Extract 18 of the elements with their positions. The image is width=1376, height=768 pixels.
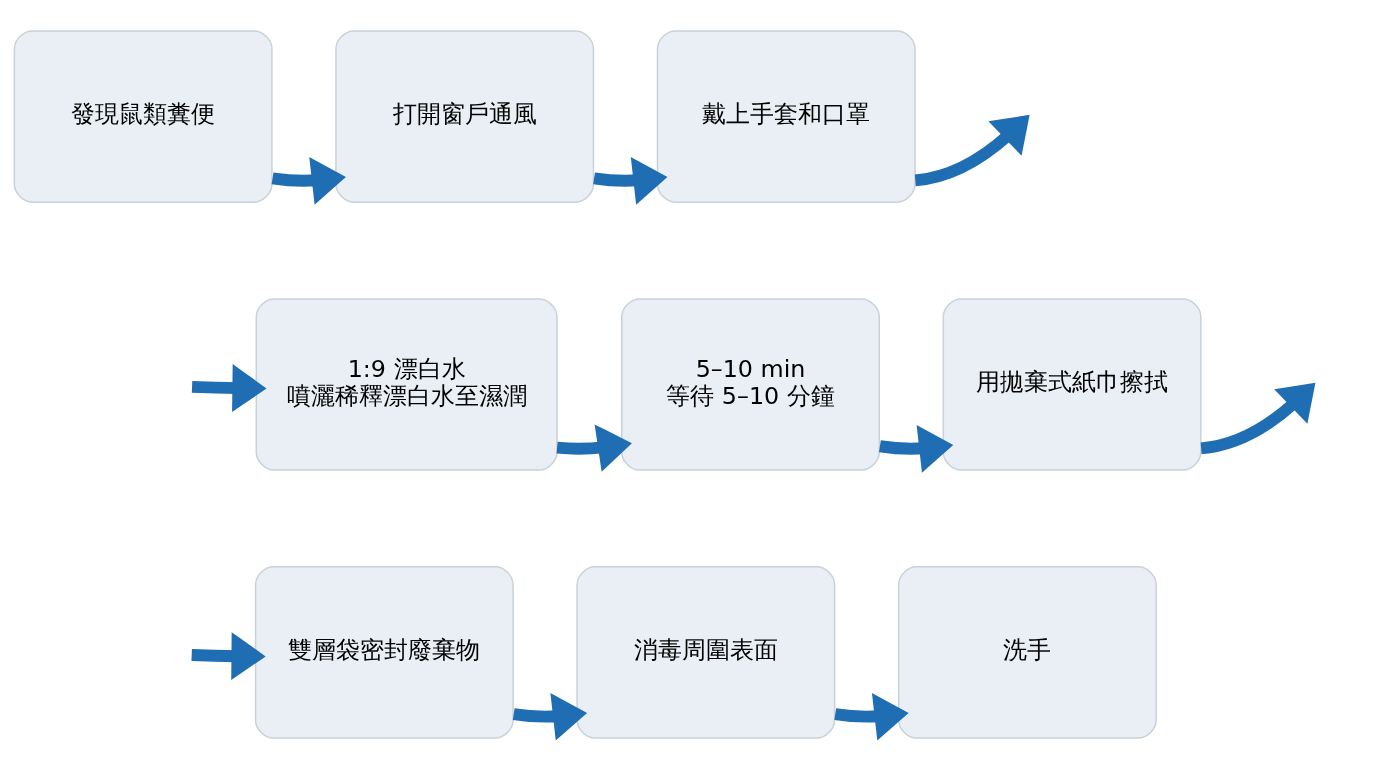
node-box: 打開窗戶通風 <box>335 29 595 203</box>
arrow <box>879 424 954 473</box>
arrow <box>914 114 1030 186</box>
node-box: 戴上手套和口罩 <box>656 29 916 203</box>
arrow <box>593 156 668 205</box>
arrow <box>834 692 909 741</box>
node-box: 洗手 <box>897 565 1157 739</box>
node-box: 用拋棄式紙巾擦拭 <box>942 297 1202 471</box>
arrow <box>556 423 632 472</box>
arrow <box>191 631 266 680</box>
node-box: 1:9 漂白水 噴灑稀釋漂白水至濕潤 <box>255 297 558 471</box>
arrow <box>191 363 267 412</box>
node-box: 雙層袋密封廢棄物 <box>254 565 514 739</box>
arrow <box>1200 382 1316 454</box>
node-box: 消毒周圍表面 <box>576 565 836 739</box>
node-box: 5–10 min 等待 5–10 分鐘 <box>621 297 881 471</box>
node-box: 發現鼠類糞便 <box>13 29 273 203</box>
arrow <box>271 156 346 205</box>
